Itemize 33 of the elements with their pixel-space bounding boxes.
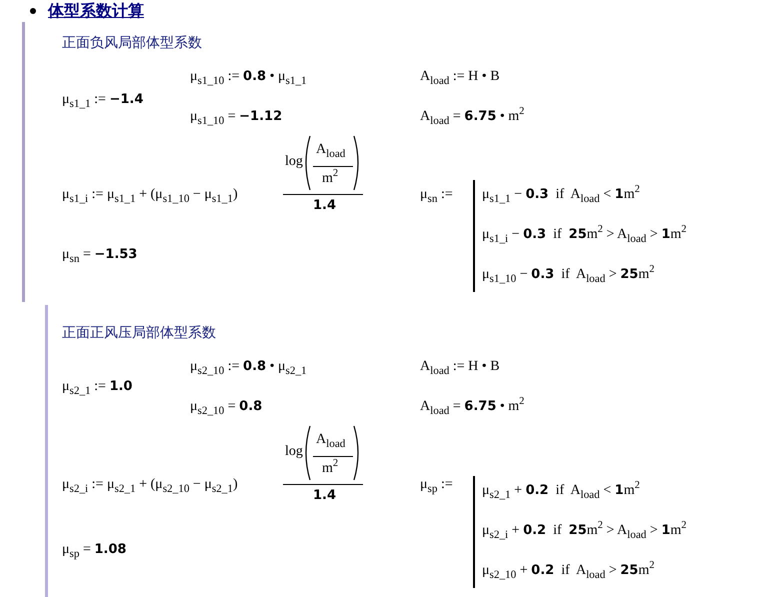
formula: m$^{2}$ <box>322 170 338 188</box>
formula: μ$_{s1_10}$ − 0.3 if A$_{load}$ > 25m$^{2}$ <box>482 266 654 284</box>
formula: μ$_{s2_1}$ + 0.2 if A$_{load}$ < 1m$^{2}$ <box>482 482 640 500</box>
formula: μ$_{s2_10}$ = 0.8 <box>190 398 262 416</box>
formula: μ$_{s1_10}$ = −1.12 <box>190 108 282 126</box>
formula: A$_{load}$ <box>316 431 346 449</box>
formula: log <box>285 153 303 171</box>
formula: μ$_{sn}$ := <box>420 186 453 204</box>
formula: μ$_{s1_1}$ − 0.3 if A$_{load}$ < 1m$^{2}$ <box>482 186 640 204</box>
formula: μ$_{s2_10}$ := 0.8 • μ$_{s2_1}$ <box>190 358 307 376</box>
formula: μ$_{s2_1}$ := 1.0 <box>62 378 132 396</box>
formula: 1.4 <box>313 487 336 505</box>
formula: A$_{load}$ <box>316 141 346 159</box>
formula: μ$_{s2_i}$ := μ$_{s2_1}$ + (μ$_{s2_10}$ − μ$_{s2_1}$) <box>62 476 238 494</box>
formula: μ$_{sn}$ = −1.53 <box>62 246 138 264</box>
formula: m$^{2}$ <box>322 460 338 478</box>
formula: μ$_{s2_i}$ + 0.2 if 25m$^{2}$ > A$_{load}$ > 1m$^{2}$ <box>482 522 686 540</box>
section-heading: 正面正风压局部体型系数 <box>62 324 216 342</box>
formula: A$_{load}$ := H • B <box>420 68 500 86</box>
section-title: 体型系数计算 <box>48 1 144 22</box>
formula: μ$_{s1_i}$ − 0.3 if 25m$^{2}$ > A$_{load}$ > 1m$^{2}$ <box>482 226 686 244</box>
formula: A$_{load}$ = 6.75 • m$^{2}$ <box>420 398 524 416</box>
formula: μ$_{sp}$ = 1.08 <box>62 541 126 559</box>
formula: μ$_{s1_i}$ := μ$_{s1_1}$ + (μ$_{s1_10}$ − μ$_{s1_1}$) <box>62 186 238 204</box>
formula: log <box>285 443 303 461</box>
formula: μ$_{s1_1}$ := −1.4 <box>62 91 144 109</box>
formula: μ$_{s2_10}$ + 0.2 if A$_{load}$ > 25m$^{2}$ <box>482 562 654 580</box>
formula: 1.4 <box>313 197 336 215</box>
section-heading: 正面负风局部体型系数 <box>62 34 202 52</box>
formula: μ$_{s1_10}$ := 0.8 • μ$_{s1_1}$ <box>190 68 307 86</box>
formula: A$_{load}$ = 6.75 • m$^{2}$ <box>420 108 524 126</box>
formula: A$_{load}$ := H • B <box>420 358 500 376</box>
formula: μ$_{sp}$ := <box>420 476 453 494</box>
